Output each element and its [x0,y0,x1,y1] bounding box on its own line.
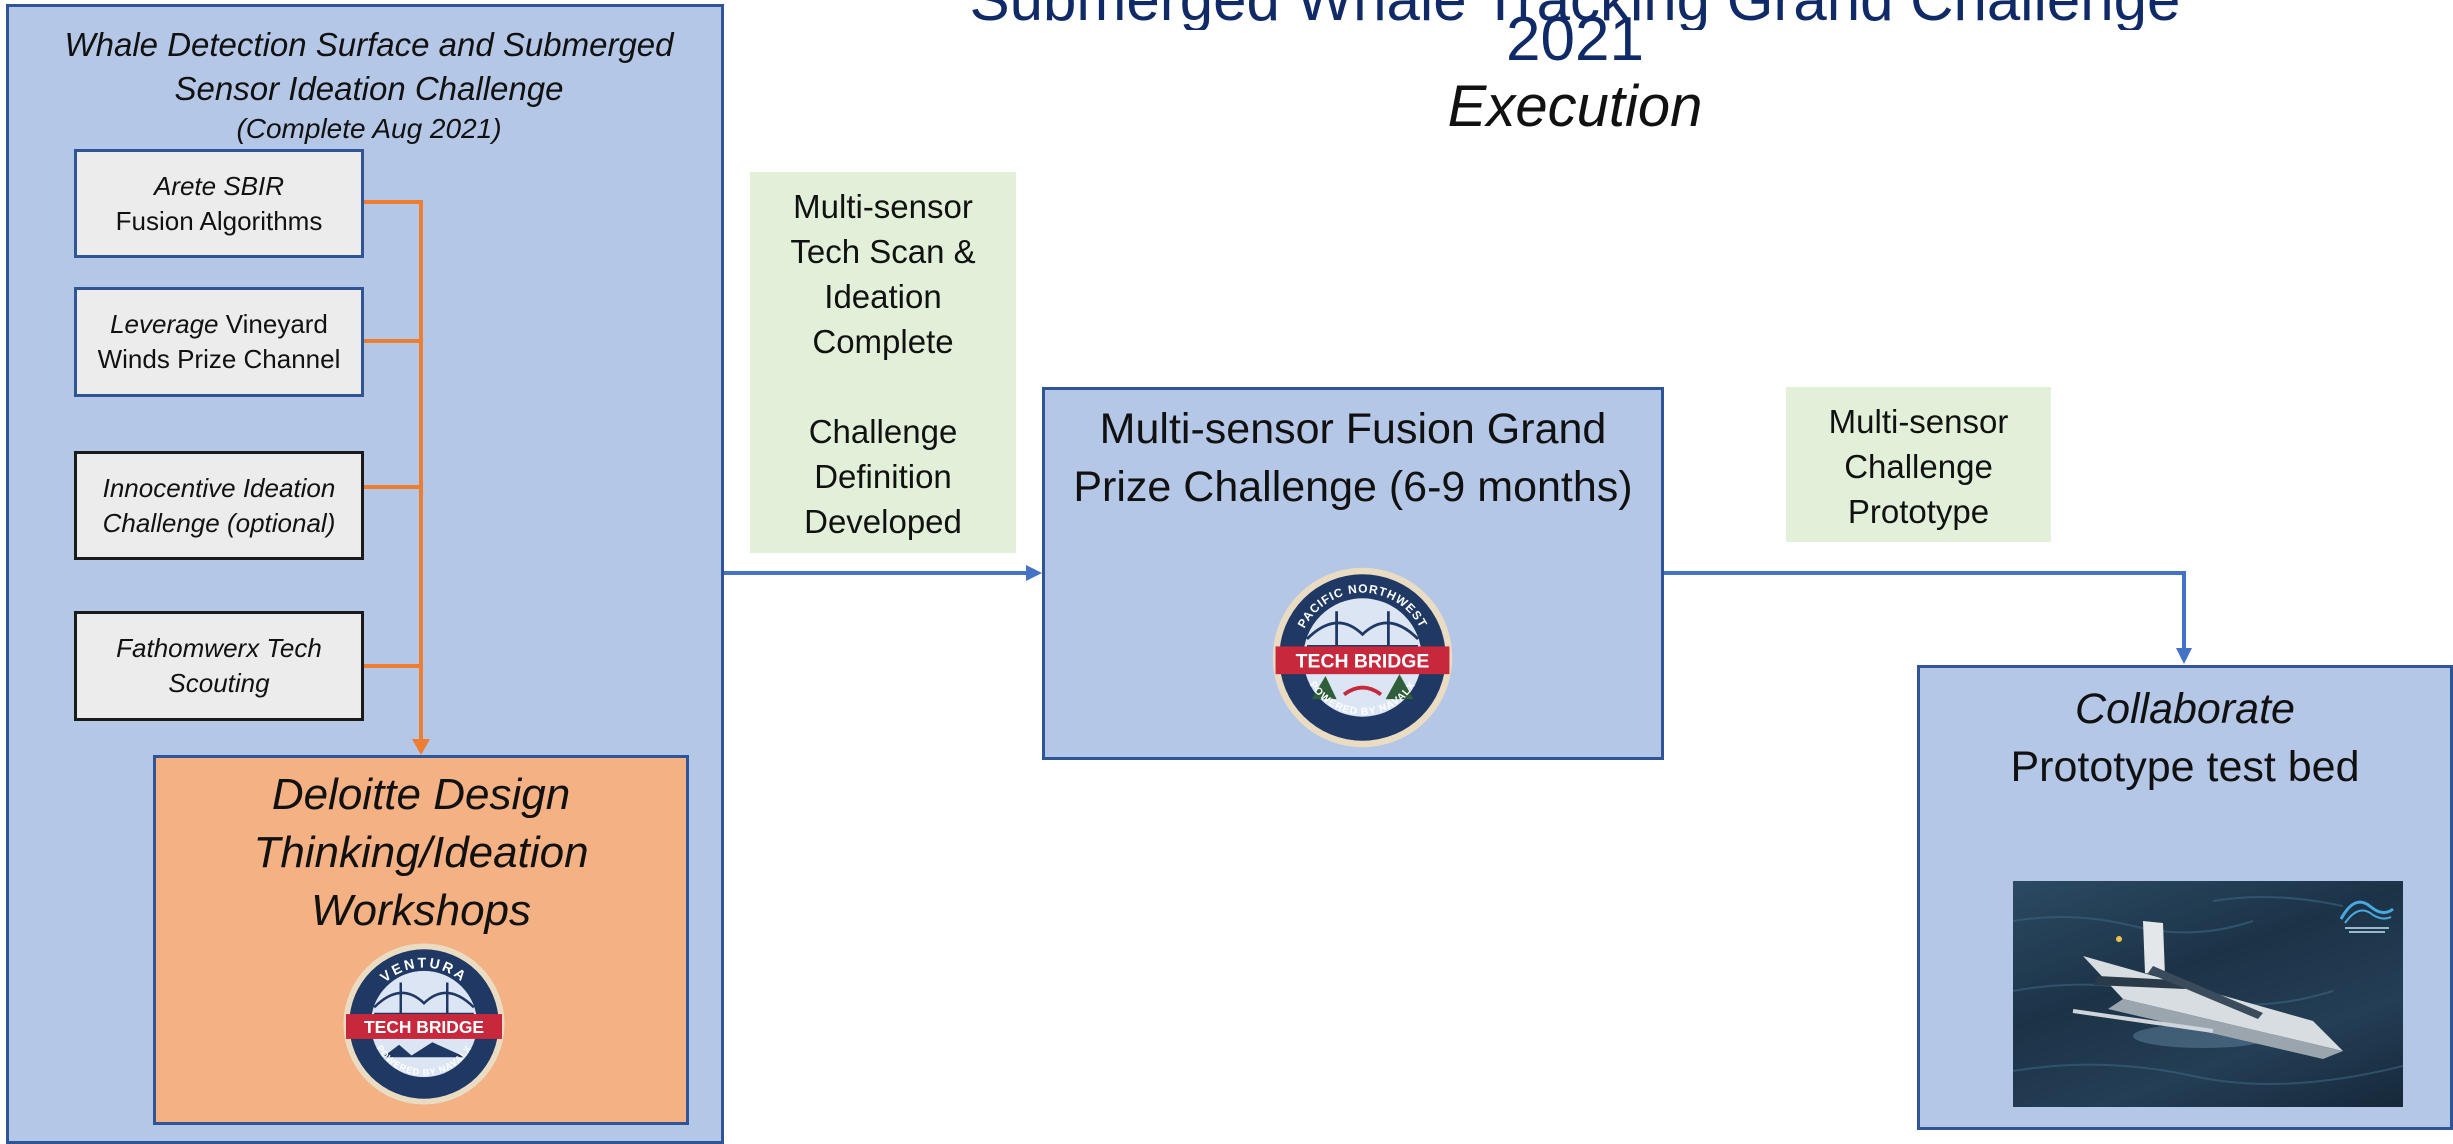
arrow-to-grand-challenge [724,565,1042,581]
tech-bridge-badge-icon: VENTURA TECH BRIDGE POWERED BY NAVALX [341,941,507,1107]
mas-logo-icon [2335,889,2397,937]
source-box-arete: Arete SBIR Fusion Algorithms [74,149,364,258]
source-connector-lines [364,200,430,755]
milestone-prototype-text: Multi-sensor Challenge Prototype [1828,403,2009,530]
milestone-tech-scan-text: Multi-sensor Tech Scan & Ideation Comple… [790,188,976,360]
svg-text:TECH BRIDGE: TECH BRIDGE [364,1017,484,1037]
source-innocentive-text: Innocentive Ideation Challenge (optional… [102,472,336,538]
ideation-challenge-title: Whale Detection Surface and Submerged Se… [64,26,674,107]
source-box-fathomwerx: Fathomwerx Tech Scouting [74,611,364,721]
milestone-challenge-definition-text: Challenge Definition Developed [804,413,962,540]
prototype-test-bed-label: Prototype test bed [2010,743,2360,791]
svg-text:TECH BRIDGE: TECH BRIDGE [1296,651,1430,673]
source-vineyard-text: Vineyard Winds Prize Channel [97,309,341,374]
milestone-prototype-note: Multi-sensor Challenge Prototype [1786,387,2051,542]
collaborate-box: Collaborate Prototype test bed [1917,665,2453,1130]
source-fathomwerx-text: Fathomwerx Tech Scouting [116,633,322,698]
arrow-to-collaborate [1664,571,2192,664]
tech-bridge-badge-icon: PACIFIC NORTHWEST TECH BRIDGE POWERED BY… [1270,565,1455,750]
source-arete-name: Arete SBIR [153,170,285,201]
arrowhead-right-icon [1026,565,1042,581]
collaborate-label: Collaborate [2075,685,2295,733]
deloitte-workshop-box: Deloitte Design Thinking/Ideation Worksh… [153,755,689,1125]
source-vineyard-lead: Leverage [110,309,219,339]
ideation-challenge-status: (Complete Aug 2021) [236,113,502,144]
vessel-photo-icon [2013,881,2403,1107]
page-title-year: 2021 [1506,5,1644,74]
arrowhead-down-icon [412,739,430,755]
source-arete-text: Fusion Algorithms [115,205,323,236]
source-box-innocentive: Innocentive Ideation Challenge (optional… [74,451,364,560]
deloitte-workshop-label: Deloitte Design Thinking/Ideation Worksh… [253,770,589,935]
grand-prize-challenge-label: Multi-sensor Fusion Grand Prize Challeng… [1073,405,1633,511]
grand-prize-challenge-box: Multi-sensor Fusion Grand Prize Challeng… [1042,387,1664,760]
page-title: Submerged Whale Tracking Grand Challenge [700,0,2450,30]
arrowhead-down-icon [2176,648,2192,664]
page-title-phase: Execution [1447,74,1703,139]
source-box-vineyard-winds: Leverage Vineyard Winds Prize Channel [74,287,364,397]
milestone-tech-scan-note: Multi-sensor Tech Scan & Ideation Comple… [750,172,1016,553]
